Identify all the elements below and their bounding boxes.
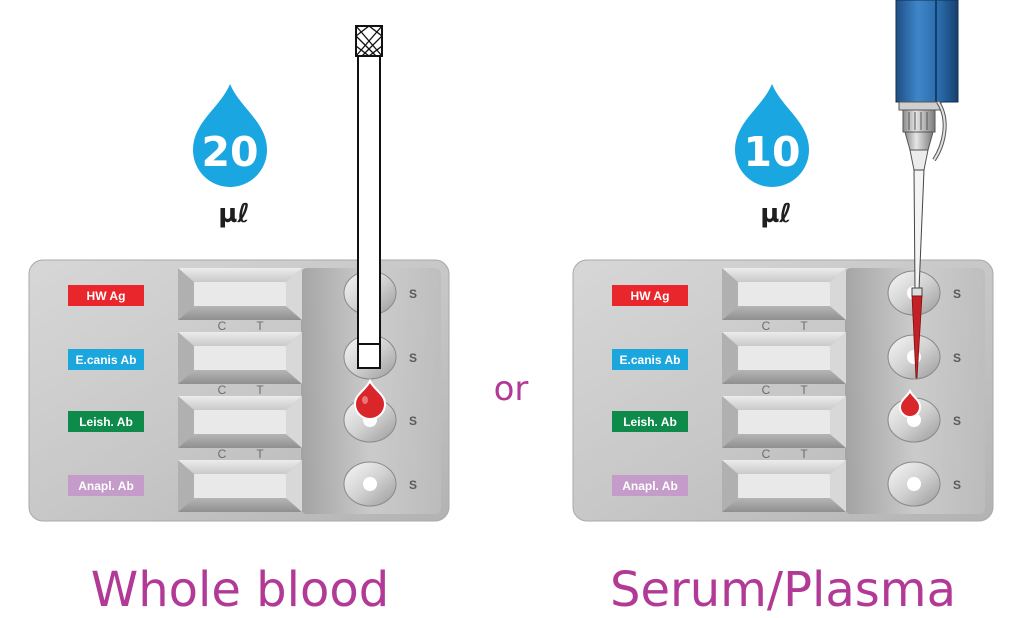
left-label-badge-anapl [68,475,144,496]
capillary-tube-icon [355,25,383,369]
right-result-window-4 [722,460,846,512]
left-label-leish: Leish. Ab [79,415,133,429]
right-sample-well-4 [887,461,941,507]
left-label-badge-hw [68,285,144,306]
right-label-badge-hw [612,285,688,306]
left-label-ecanis: E.canis Ab [76,353,137,367]
right-test-mark-2: T [800,383,808,397]
left-control-mark-1: C [218,319,227,333]
right-control-mark-2: C [762,383,771,397]
right-test-mark-3: T [800,447,808,461]
right-label-anapl: Anapl. Ab [622,479,678,493]
right-test-panel: 10 µℓ HW Ag E.canis Ab Leish. Ab Anapl. … [572,0,994,618]
left-label-anapl: Anapl. Ab [78,479,134,493]
left-test-mark-3: T [256,447,264,461]
left-test-card: HW Ag E.canis Ab Leish. Ab Anapl. Ab [28,259,450,522]
right-volume-drop-icon: 10 [735,84,809,187]
right-label-badge-anapl [612,475,688,496]
right-label-leish: Leish. Ab [623,415,677,429]
right-result-window-2 [722,332,846,384]
left-label-hw: HW Ag [87,289,126,303]
right-sample-mark-1: S [953,287,961,301]
left-result-window-2 [178,332,302,384]
left-test-panel: 20 µℓ HW Ag E.canis Ab Leish. Ab Anapl. … [28,25,450,618]
left-sample-mark-4: S [409,478,417,492]
right-label-hw: HW Ag [631,289,670,303]
right-serum-drop-icon [898,388,922,418]
left-sample-well-4 [343,461,397,507]
right-test-mark-1: T [800,319,808,333]
right-label-badge-leish [612,411,688,432]
right-control-mark-1: C [762,319,771,333]
left-control-mark-2: C [218,383,227,397]
right-sample-mark-3: S [953,414,961,428]
left-control-mark-3: C [218,447,227,461]
right-control-mark-3: C [762,447,771,461]
left-test-mark-2: T [256,383,264,397]
left-caption: Whole blood [91,562,389,618]
right-result-window-3 [722,396,846,448]
left-volume-value: 20 [201,128,258,176]
left-result-window-4 [178,460,302,512]
right-test-card: HW Ag E.canis Ab Leish. Ab Anapl. Ab [572,259,994,522]
right-caption: Serum/Plasma [610,562,956,618]
left-label-badge-leish [68,411,144,432]
right-label-badge-ecanis [612,349,688,370]
left-label-badge-ecanis [68,349,144,370]
or-separator: or [494,369,529,409]
right-volume-value: 10 [743,128,800,176]
left-sample-mark-1: S [409,287,417,301]
left-blood-drop-icon [353,378,387,420]
right-result-window-1 [722,268,846,320]
right-sample-mark-4: S [953,478,961,492]
micropipette-icon [895,0,959,379]
right-label-ecanis: E.canis Ab [620,353,681,367]
left-sample-mark-2: S [409,351,417,365]
left-result-window-1 [178,268,302,320]
left-test-mark-1: T [256,319,264,333]
left-volume-unit: µℓ [218,199,249,229]
left-sample-mark-3: S [409,414,417,428]
left-volume-drop-icon: 20 [193,84,267,187]
left-result-window-3 [178,396,302,448]
right-volume-unit: µℓ [760,199,791,229]
right-sample-mark-2: S [953,351,961,365]
